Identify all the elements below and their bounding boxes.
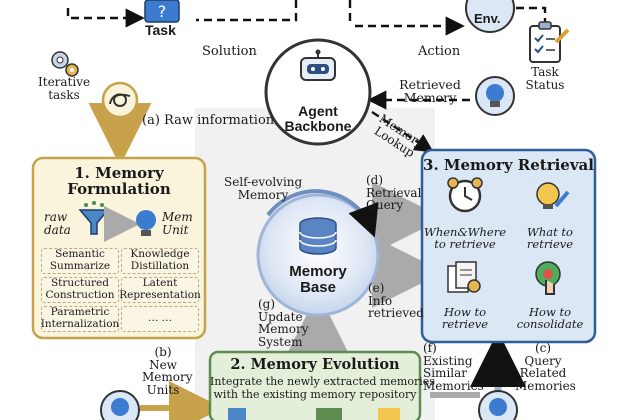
task-label: Task [145,22,176,38]
evolution-title: 2. Memory Evolution [230,356,400,373]
edge-iterative-to-task [66,8,145,28]
lightbulb-icon-top [475,76,515,116]
swirl-icon [109,93,131,107]
gears-icon [51,51,79,77]
raw-information-label: (a) Raw information [142,113,275,128]
solution-label: Solution [202,44,257,59]
edge-solution-top [196,0,298,22]
env-globe-icon [465,0,515,33]
touch-button-icon [535,261,561,295]
alarm-clock-icon [447,177,483,213]
robot-icon [300,49,336,81]
action-label: Action [418,44,461,59]
env-label: Env. [474,11,501,26]
mem-unit-bulb-icon [136,210,156,236]
task-icon [144,0,180,23]
memory-base-circle [256,193,380,317]
documents-search-icon [447,261,481,293]
lightbulb-icon-bottom-right [478,390,518,420]
clipboard-icon [529,21,570,63]
edge-env-status [516,6,547,22]
evolution-box [208,350,422,420]
retrieval-title: 3. Memory Retrieval [423,156,594,174]
evolution-update-icon [316,408,342,420]
raw-info-icon [101,81,139,119]
agent-backbone-circle [264,38,372,146]
self-evolving-cycle-icon [266,189,379,238]
bulb-pen-icon [536,182,570,209]
formulation-cell-more: … … [121,306,199,332]
edge-memory-lookup [371,110,435,153]
task-question-mark: ? [158,2,167,21]
lightbulb-icon-bottom-left [100,390,140,420]
database-icon [299,217,337,255]
evolution-doc-icon [228,408,246,420]
evolution-spark-icon [378,408,400,420]
